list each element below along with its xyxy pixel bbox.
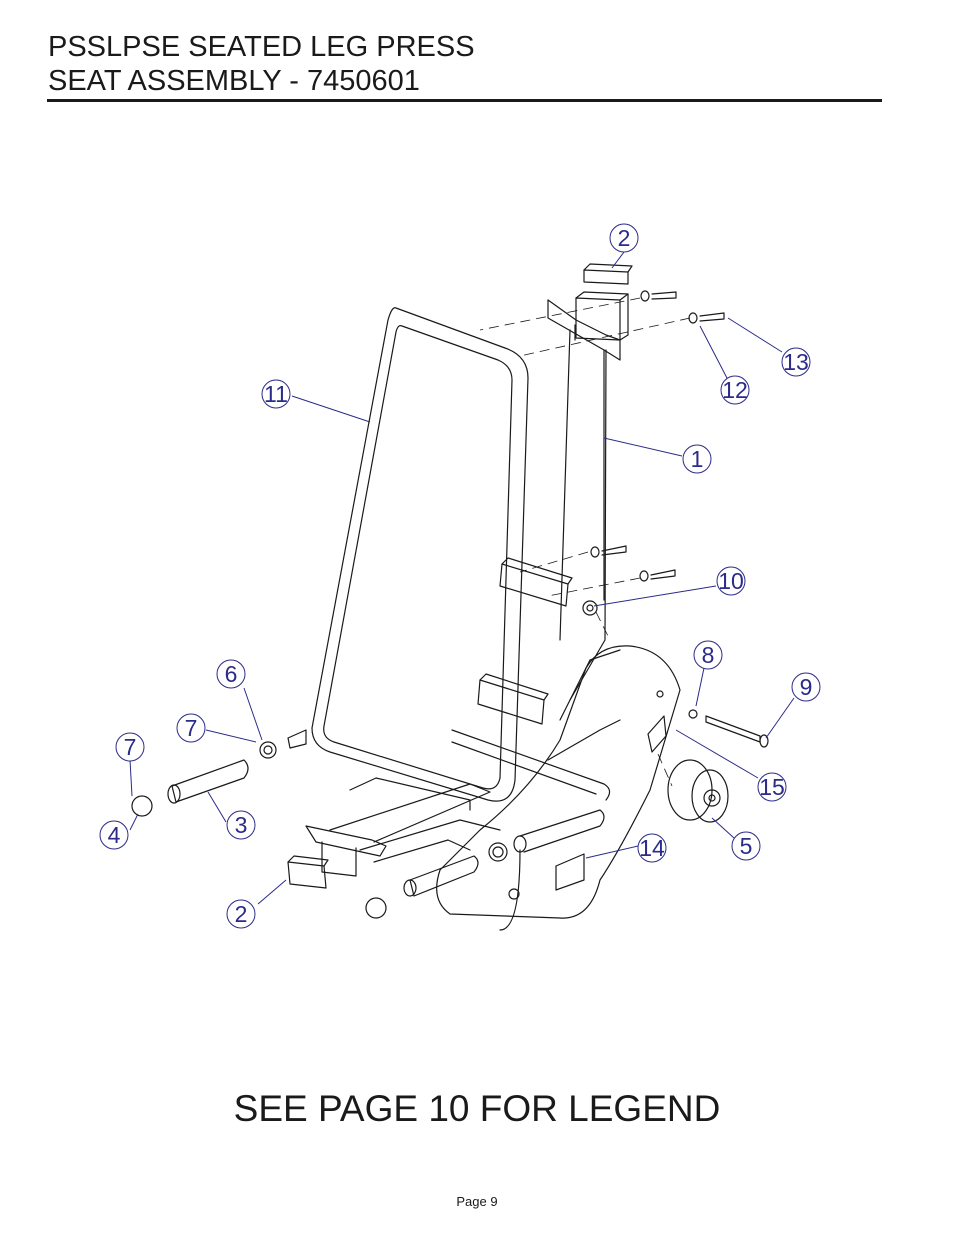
callout-7-upper: 7 <box>185 715 198 741</box>
callout-numbers: 2 13 12 11 1 10 8 9 6 7 7 15 4 3 5 14 2 <box>108 225 813 927</box>
title-underline <box>47 99 882 102</box>
callout-7-lower: 7 <box>124 734 137 760</box>
callout-10: 10 <box>718 568 744 594</box>
legend-reference-note: SEE PAGE 10 FOR LEGEND <box>233 1088 721 1129</box>
callout-2-bottom: 2 <box>235 901 248 927</box>
callout-8: 8 <box>702 642 715 668</box>
leader-lines <box>129 251 795 905</box>
callout-12: 12 <box>722 377 748 403</box>
assembly-linework <box>131 263 769 931</box>
callout-15: 15 <box>759 774 785 800</box>
document-title-line-1: PSSLPSE SEATED LEG PRESS <box>48 31 475 63</box>
page-number: Page 9 <box>456 1194 498 1209</box>
callout-9: 9 <box>800 674 813 700</box>
callout-1: 1 <box>691 446 704 472</box>
callout-4: 4 <box>108 822 121 848</box>
callout-2-top: 2 <box>618 225 631 251</box>
callout-11: 11 <box>264 381 288 407</box>
callout-6: 6 <box>225 661 238 687</box>
callout-5: 5 <box>740 833 753 859</box>
callout-14: 14 <box>639 835 665 861</box>
document-title-line-2: SEAT ASSEMBLY - 7450601 <box>48 65 420 97</box>
alignment-lines <box>479 297 691 787</box>
callout-13: 13 <box>783 349 809 375</box>
callout-circles <box>99 223 821 929</box>
callout-3: 3 <box>235 812 248 838</box>
